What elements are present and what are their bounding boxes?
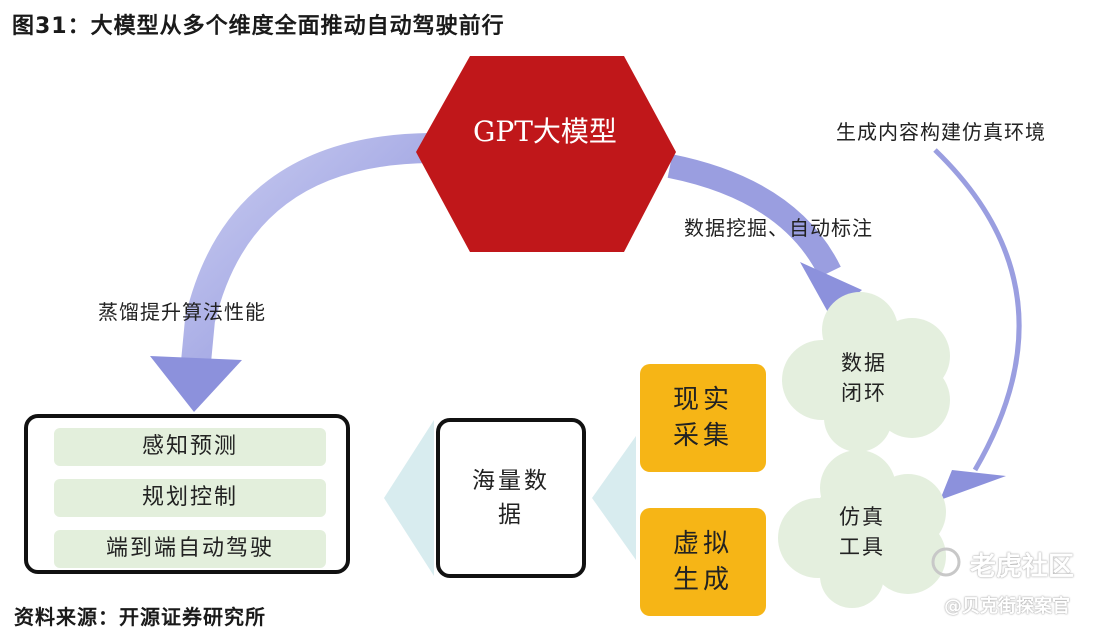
cloud-sim-label: 仿真工具 bbox=[839, 505, 885, 559]
gpt-label: GPT大模型 bbox=[473, 115, 617, 148]
distill-label: 蒸馏提升算法性能 bbox=[98, 300, 266, 324]
virtual-gen-label: 虚拟生成 bbox=[673, 529, 734, 595]
mass-data-label: 海量数据 bbox=[472, 468, 550, 528]
mass-data-box: 海量数据 bbox=[436, 418, 586, 578]
tiger-icon bbox=[931, 547, 961, 577]
mining-arrow bbox=[667, 154, 841, 278]
tri-right bbox=[592, 436, 636, 560]
cloud-sim-shape bbox=[778, 450, 946, 608]
figure-title: 图31：大模型从多个维度全面推动自动驾驶前行 bbox=[12, 14, 505, 39]
mining-label: 数据挖掘、自动标注 bbox=[684, 216, 873, 240]
generate-arrow bbox=[933, 148, 1022, 472]
task-planning: 规划控制 bbox=[54, 479, 326, 517]
real-collect-label: 现实采集 bbox=[673, 385, 734, 451]
source-note: 资料来源：开源证券研究所 bbox=[14, 605, 266, 629]
watermark-brand: 老虎社区 bbox=[970, 552, 1075, 582]
task-end-to-end: 端到端自动驾驶 bbox=[54, 530, 326, 568]
tri-left bbox=[384, 420, 434, 576]
cloud-loop-shape bbox=[782, 292, 950, 452]
distill-arrow bbox=[181, 133, 431, 364]
cloud-loop-label: 数据闭环 bbox=[841, 351, 887, 405]
distill-arrowhead bbox=[150, 356, 242, 412]
tasks-box: 感知预测 规划控制 端到端自动驾驶 bbox=[24, 414, 350, 574]
virtual-gen-box: 虚拟生成 bbox=[640, 508, 766, 616]
real-collect-box: 现实采集 bbox=[640, 364, 766, 472]
task-perception: 感知预测 bbox=[54, 428, 326, 466]
generate-arrowhead bbox=[940, 470, 1006, 500]
generate-label: 生成内容构建仿真环境 bbox=[836, 120, 1046, 144]
gpt-hexagon bbox=[416, 56, 676, 252]
watermark-author: @贝克街探案官 bbox=[944, 596, 1070, 617]
